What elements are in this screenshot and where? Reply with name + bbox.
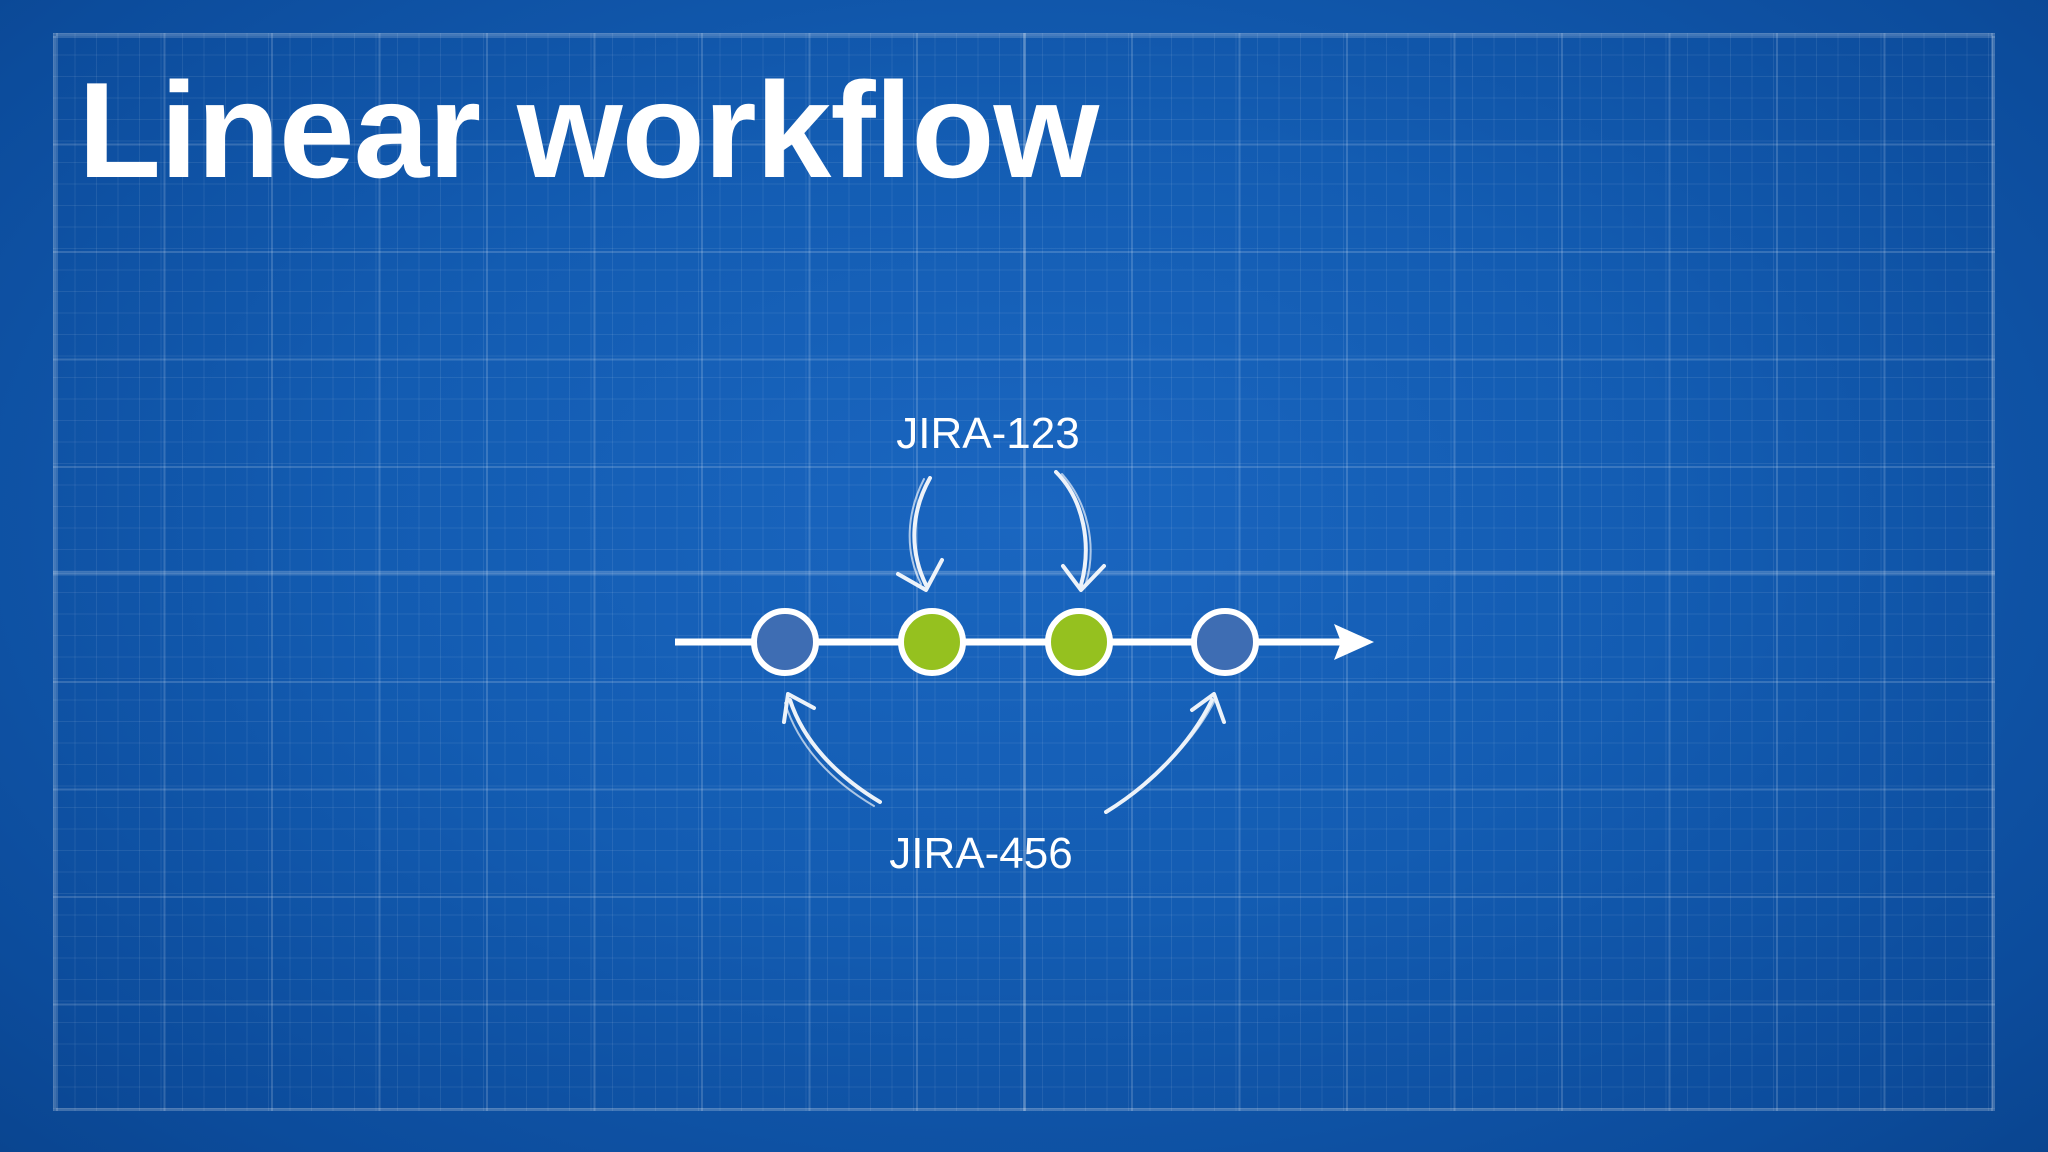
blueprint-grid-fine [53,33,1995,1111]
commit-node [1045,608,1113,676]
top-right-arrow-icon [1054,470,1106,592]
commit-node [898,608,966,676]
commit-node [751,608,819,676]
bottom-label: JIRA-456 [889,829,1072,878]
grid-center-horizontal-line [53,571,1995,574]
top-left-arrow-icon [896,476,944,592]
grid-center-vertical-line [1023,33,1026,1111]
commit-node [1191,608,1259,676]
bottom-left-arrow-icon [782,692,882,807]
slide-title: Linear workflow [78,54,1099,206]
bottom-right-arrow-icon [1104,692,1226,814]
blueprint-grid-major [53,33,1995,1111]
timeline-arrowhead [1334,624,1374,660]
top-label: JIRA-123 [896,409,1079,458]
